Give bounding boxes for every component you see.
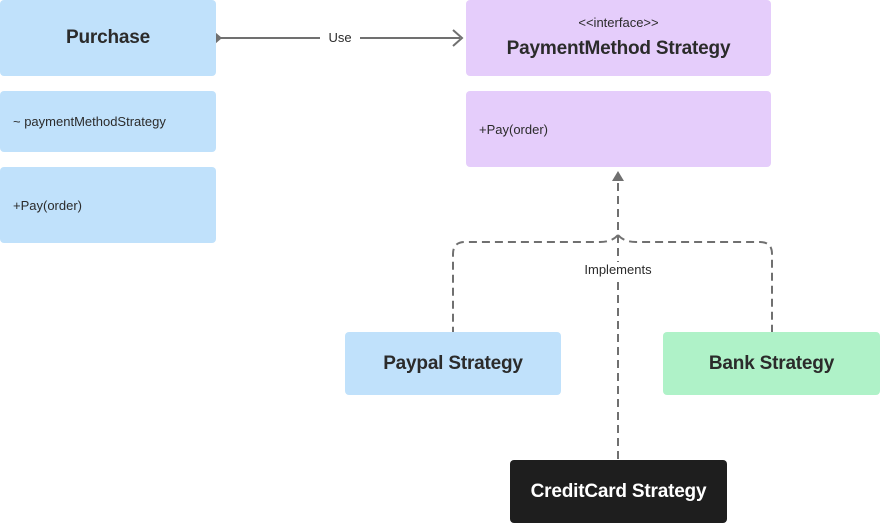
purchase-attribute-box[interactable]: ~ paymentMethodStrategy — [0, 91, 216, 152]
use-label: Use — [322, 30, 358, 47]
interface-stereotype: <<interface>> — [578, 15, 659, 30]
paypal-strategy-box[interactable]: Paypal Strategy — [345, 332, 561, 395]
purchase-title-text: Purchase — [66, 27, 150, 48]
purchase-method-box[interactable]: +Pay(order) — [0, 167, 216, 243]
implements-label: Implements — [578, 262, 658, 279]
paypal-title-text: Paypal Strategy — [383, 352, 523, 374]
purchase-class-title[interactable]: Purchase — [0, 0, 216, 76]
implements-realization — [452, 183, 773, 460]
use-arrowhead — [452, 29, 464, 47]
payment-method-title-text: PaymentMethod Strategy — [506, 38, 731, 59]
payment-method-interface-title[interactable]: <<interface>> PaymentMethod Strategy — [466, 0, 771, 76]
purchase-method-text: +Pay(order) — [13, 197, 82, 213]
purchase-attribute-text: ~ paymentMethodStrategy — [13, 114, 166, 129]
implements-paypal-line — [452, 234, 619, 332]
bank-title-text: Bank Strategy — [708, 352, 835, 374]
implements-arrowhead — [612, 171, 624, 181]
bank-strategy-box[interactable]: Bank Strategy — [663, 332, 880, 395]
creditcard-strategy-box[interactable]: CreditCard Strategy — [510, 460, 727, 523]
payment-method-method-box[interactable]: +Pay(order) — [466, 91, 771, 167]
implements-bank-line — [617, 234, 773, 332]
creditcard-title-text: CreditCard Strategy — [530, 480, 707, 502]
payment-method-method-text: +Pay(order) — [479, 121, 548, 137]
